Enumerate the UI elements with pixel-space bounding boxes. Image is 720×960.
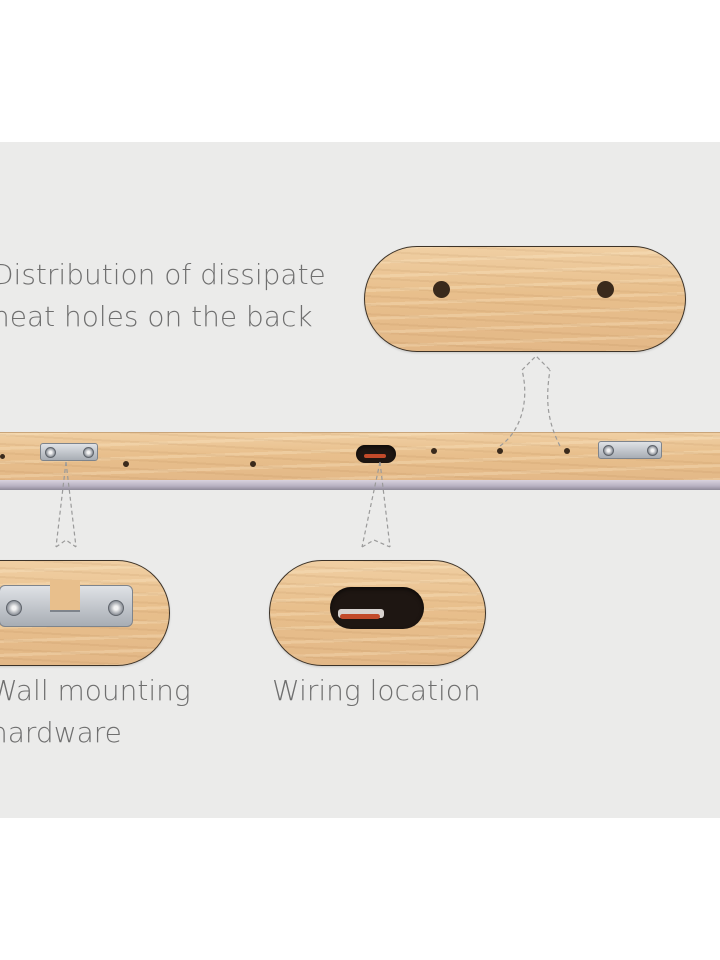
wire <box>364 454 386 458</box>
heat-hole <box>433 281 450 298</box>
mounting-bracket-icon <box>40 443 98 461</box>
heat-hole <box>597 281 614 298</box>
bracket-hook <box>50 580 80 612</box>
wiring-slot <box>356 445 396 463</box>
heat-hole <box>564 448 570 454</box>
heat-hole <box>123 461 129 467</box>
zoom-mounting-hardware <box>0 560 170 666</box>
product-illustration-panel: Distribution of dissipate heat holes on … <box>0 142 720 818</box>
wire <box>340 614 380 619</box>
heat-hole <box>250 461 256 467</box>
screw-icon <box>83 447 94 458</box>
wiring-slot <box>330 587 424 629</box>
label-wall-mounting-line2: hardware <box>0 716 122 749</box>
screw-icon <box>647 445 658 456</box>
heat-hole <box>0 454 5 459</box>
zoom-wiring-location <box>269 560 486 666</box>
screw-icon <box>45 447 56 458</box>
zoom-heat-holes <box>364 246 686 352</box>
mounting-bracket-icon <box>598 441 662 459</box>
mounting-bracket-icon <box>0 580 133 627</box>
label-wall-mounting: Wall mounting hardware <box>0 670 191 754</box>
screw-icon <box>603 445 614 456</box>
label-heat-holes-line2: heat holes on the back <box>0 300 313 333</box>
label-heat-holes-line1: Distribution of dissipate <box>0 258 326 291</box>
frame-lit-edge <box>0 480 720 490</box>
label-heat-holes: Distribution of dissipate heat holes on … <box>0 254 326 338</box>
screw-icon <box>108 600 124 616</box>
label-wall-mounting-line1: Wall mounting <box>0 674 191 707</box>
heat-hole <box>431 448 437 454</box>
screw-icon <box>6 600 22 616</box>
label-wiring-location: Wiring location <box>272 670 481 712</box>
frame-back-edge <box>0 432 720 481</box>
heat-hole <box>497 448 503 454</box>
wire-connector <box>338 609 384 618</box>
label-wiring-location-line1: Wiring location <box>272 674 481 707</box>
